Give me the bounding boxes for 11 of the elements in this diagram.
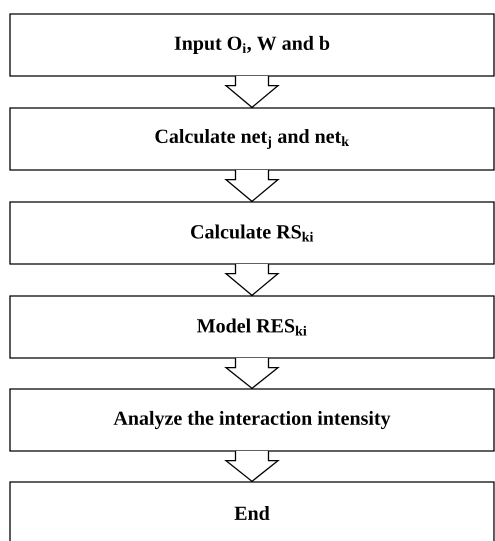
block-arrow bbox=[224, 357, 280, 390]
process-box: Calculate net$_{j}$ and net$_{k}$ bbox=[9, 107, 495, 171]
process-box: Calculate RS$_{ki}$ bbox=[9, 201, 495, 265]
process-box: Model RES$_{ki}$ bbox=[9, 295, 495, 359]
block-arrow bbox=[224, 263, 280, 296]
process-box: Input O$_{i}$, W and b bbox=[9, 13, 495, 77]
process-box: Analyze the interaction intensity bbox=[9, 388, 495, 452]
block-arrow bbox=[224, 169, 280, 202]
block-arrow bbox=[224, 450, 280, 482]
process-box: End bbox=[9, 481, 495, 541]
block-arrow bbox=[224, 75, 280, 108]
